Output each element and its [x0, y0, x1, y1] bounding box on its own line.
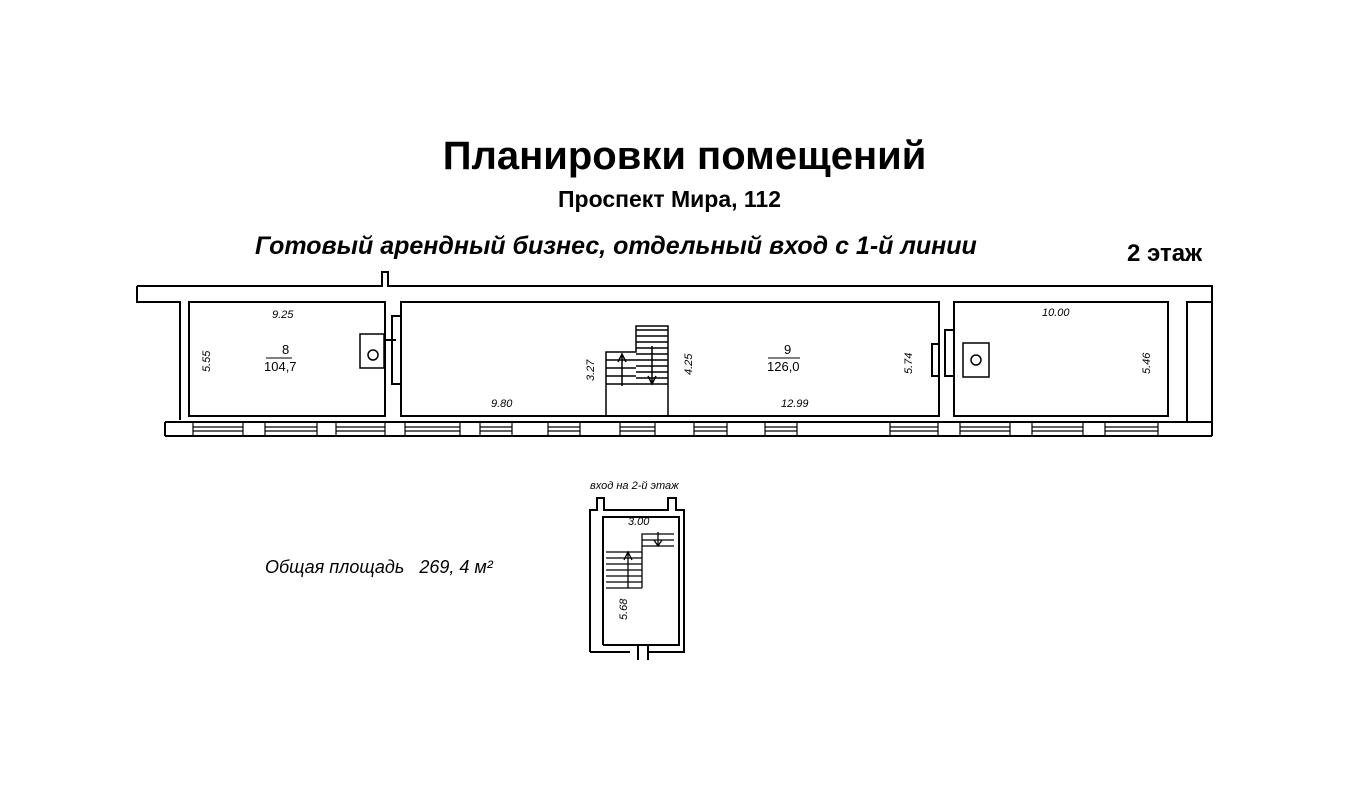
dim-room8-width: 9.25 — [272, 309, 294, 321]
dim-entrance-width: 3.00 — [628, 516, 650, 528]
dim-entrance-height: 5.68 — [618, 598, 630, 620]
dim-room9-bottom-right: 12.99 — [781, 398, 809, 410]
toilet-icon — [359, 333, 385, 369]
partition-wall — [931, 302, 955, 416]
dim-room10-width: 10.00 — [1042, 307, 1070, 319]
room-9-outline — [400, 301, 940, 417]
room-8-area: 104,7 — [264, 359, 297, 374]
total-area: Общая площадь 269, 4 м² — [265, 557, 493, 578]
dim-room8-height: 5.55 — [201, 350, 213, 372]
room-10-outline — [953, 301, 1169, 417]
total-area-label: Общая площадь — [265, 557, 405, 577]
dim-room9-right: 5.74 — [903, 353, 915, 374]
toilet-icon — [962, 342, 990, 378]
sink-icon — [970, 354, 982, 366]
outer-wall-bottom — [164, 302, 1213, 437]
room-8-number: 8 — [282, 342, 289, 357]
plan-tagline: Готовый арендный бизнес, отдельный вход … — [255, 232, 977, 260]
plan-title: Планировки помещений — [442, 134, 927, 178]
dim-stair-left: 3.27 — [585, 359, 597, 381]
dim-stair-right: 4.25 — [683, 353, 695, 375]
dim-room9-bottom-left: 9.80 — [491, 398, 513, 410]
sink-icon — [367, 349, 379, 361]
outer-wall-top — [136, 271, 1213, 422]
total-area-value: 269, 4 м² — [419, 557, 493, 577]
plan-address: Проспект Мира, 112 — [558, 186, 781, 212]
entrance-stairwell — [589, 497, 685, 660]
floor-label: 2 этаж — [1127, 240, 1203, 267]
windows — [192, 422, 1159, 436]
partition-wall — [384, 302, 402, 416]
dim-room10-height: 5.46 — [1141, 352, 1153, 374]
room-9-area: 126,0 — [767, 359, 800, 374]
entrance-label: вход на 2-й этаж — [590, 480, 679, 492]
staircase — [605, 325, 669, 416]
room-9-number: 9 — [784, 342, 791, 357]
